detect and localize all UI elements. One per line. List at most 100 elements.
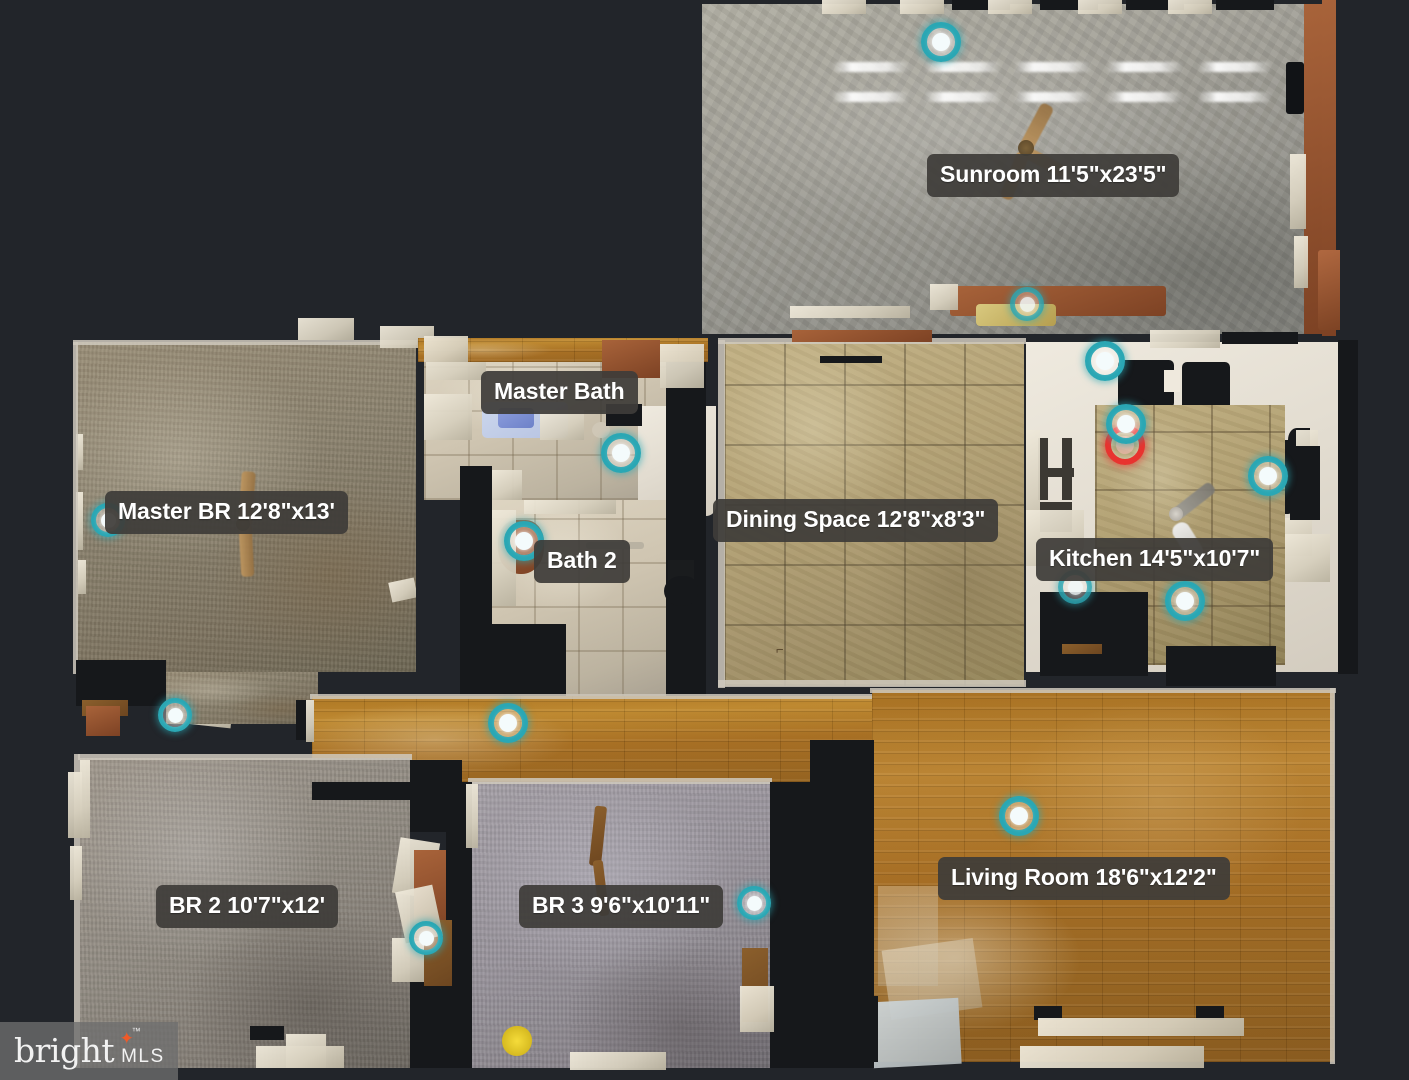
living-threshold: [1020, 1046, 1204, 1068]
marker-dot: [1117, 415, 1135, 433]
marker-dot: [499, 714, 517, 732]
marker-ring: [488, 703, 528, 743]
kitchen-top-patch: [1150, 330, 1220, 348]
marker-ring: [737, 886, 771, 920]
marker-dot: [1010, 807, 1028, 825]
camera-marker-master-br-hall[interactable]: [158, 698, 192, 732]
br3-jamb-left: [466, 784, 478, 848]
marker-ring: [601, 433, 641, 473]
br3-debris-right: [740, 986, 774, 1032]
br2-window-left2: [70, 846, 82, 900]
sunroom-sill-patch-3: [988, 0, 1032, 14]
wall-master-br-left: [73, 342, 78, 674]
sunroom-sill-patch-1: [822, 0, 866, 14]
sunroom-sill-1: [952, 0, 1010, 10]
camera-marker-kitchen-top[interactable]: [1085, 341, 1125, 381]
marker-dot: [1067, 579, 1083, 595]
label-bath-2[interactable]: Bath 2: [534, 540, 630, 583]
upper-hall-patch: [660, 344, 704, 388]
kitchen-wall-right: [1338, 340, 1358, 674]
spark-icon: ✦: [119, 1029, 134, 1048]
camera-marker-hall-wood[interactable]: [488, 703, 528, 743]
master-br-closet-notch: [76, 660, 166, 706]
sunroom-sill-2: [1040, 0, 1098, 10]
marker-dot: [746, 895, 762, 911]
marker-ring: [1010, 287, 1044, 321]
bath2-wall-bottom: [490, 624, 566, 696]
sunroom-sill-4: [1216, 0, 1274, 10]
kitchen-right-appliance: [1290, 446, 1320, 520]
wall-dining-bottom: [718, 680, 1026, 687]
master-bath-patch-top: [424, 336, 468, 362]
kitchen-base-cabinet: [1040, 592, 1148, 676]
wall-master-br-top: [73, 340, 417, 345]
marker-dot: [612, 444, 630, 462]
camera-marker-kitchen-stove[interactable]: [1106, 404, 1146, 444]
kitchen-island-shadow: [1166, 646, 1276, 686]
sunroom-sill-patch-4: [1078, 0, 1122, 14]
marker-ring: [1165, 581, 1205, 621]
trademark-icon: ™: [131, 1026, 141, 1036]
wall-between-hall-br3: [312, 782, 448, 800]
bath-blob: [664, 576, 698, 606]
kitchen-top-gap: [1222, 332, 1298, 344]
label-br-3[interactable]: BR 3 9'6"x10'11": [519, 885, 724, 928]
master-br-door: [86, 706, 120, 736]
camera-marker-kitchen-bottom[interactable]: [1165, 581, 1205, 621]
sunroom-corner-fixture: [1318, 250, 1340, 330]
camera-marker-br-2[interactable]: [409, 921, 443, 955]
marker-ring: [999, 796, 1039, 836]
camera-marker-master-bath[interactable]: [601, 433, 641, 473]
camera-marker-living-room[interactable]: [999, 796, 1039, 836]
label-br-2[interactable]: BR 2 10'7"x12': [156, 885, 338, 928]
label-living[interactable]: Living Room 18'6"x12'2": [938, 857, 1230, 900]
camera-marker-br-3[interactable]: [737, 886, 771, 920]
camera-marker-kitchen-right[interactable]: [1248, 456, 1288, 496]
master-br-debris-b: [298, 318, 354, 340]
marker-dot: [167, 707, 183, 723]
marker-ring: [921, 22, 961, 62]
wall-br2-top: [78, 754, 412, 760]
camera-marker-sunroom-top[interactable]: [921, 22, 961, 62]
marker-dot: [1096, 352, 1114, 370]
wall-living-right: [1330, 688, 1335, 1064]
marker-ring: [409, 921, 443, 955]
marker-dot: [515, 532, 533, 550]
marker-dot: [1019, 296, 1035, 312]
marker-dot: [932, 33, 950, 51]
br3-sill-bottom: [570, 1052, 666, 1070]
wall-hall-right-end: [810, 740, 874, 1068]
wall-hall-top: [310, 694, 876, 699]
watermark-suffix: MLS: [121, 1046, 165, 1067]
marker-ring: [1106, 404, 1146, 444]
marker-ring: [1085, 341, 1125, 381]
br2-sill-bottom: [256, 1046, 344, 1068]
marker-dot: [1259, 467, 1277, 485]
bath2-fixture: [492, 470, 522, 500]
hall-left-jamb: [306, 700, 314, 742]
dining-top-threshold: [792, 330, 932, 342]
marker-dot: [418, 930, 434, 946]
marker-dot: [1176, 592, 1194, 610]
wall-br3-top: [468, 778, 772, 784]
label-master-bath[interactable]: Master Bath: [481, 371, 638, 414]
kitchen-floor-strip: [1062, 644, 1102, 654]
bath2-wall-left: [460, 466, 492, 696]
interior-wall-center: [666, 350, 706, 696]
label-master-br[interactable]: Master BR 12'8"x13': [105, 491, 348, 534]
label-sunroom[interactable]: Sunroom 11'5"x23'5": [927, 154, 1180, 197]
label-dining[interactable]: Dining Space 12'8"x8'3": [713, 499, 999, 542]
wall-br2-left: [74, 754, 80, 1068]
sunroom-sill-3: [1126, 0, 1184, 10]
label-kitchen[interactable]: Kitchen 14'5"x10'7": [1036, 538, 1274, 581]
watermark-brand: bright: [14, 1031, 115, 1070]
br3-wall-right: [770, 782, 810, 1068]
marker-ring: [1248, 456, 1288, 496]
sunroom-sill-patch-5: [1168, 0, 1212, 14]
br2-window-left: [68, 772, 82, 838]
sunroom-sill-patch-2: [900, 0, 944, 14]
bright-mls-watermark: bright ✦ ™ MLS: [0, 1022, 178, 1080]
camera-marker-sunroom-bottom[interactable]: [1010, 287, 1044, 321]
marker-ring: [158, 698, 192, 732]
